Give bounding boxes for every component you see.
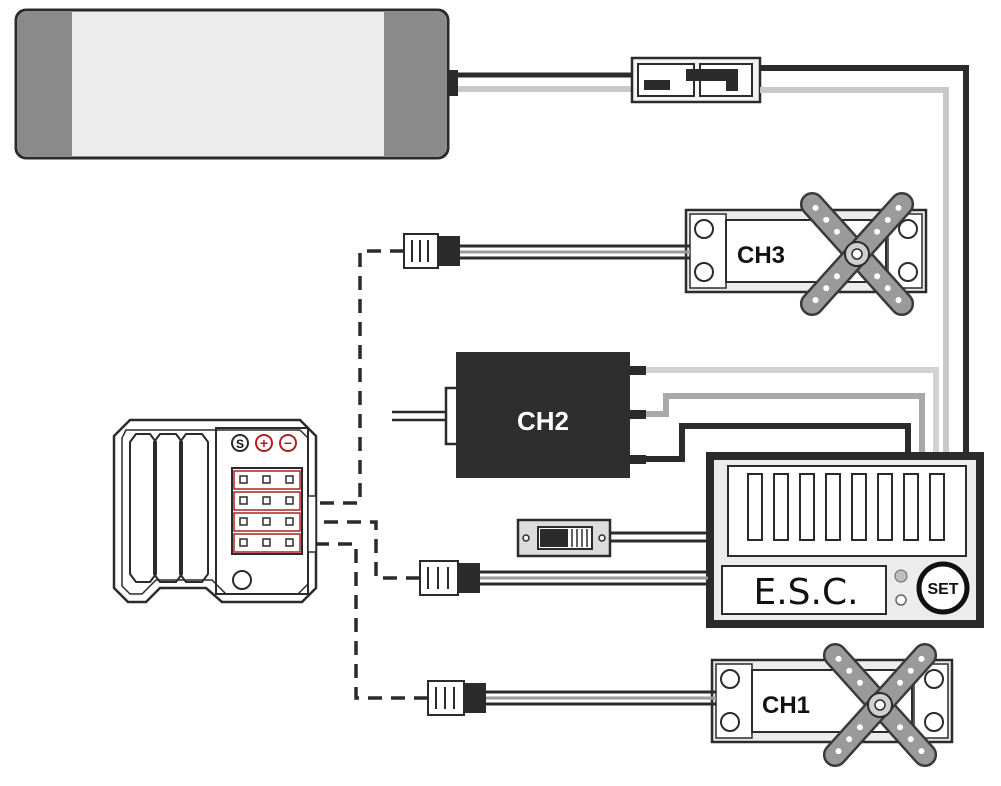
ch3-lead xyxy=(460,244,690,260)
plus-pin-icon xyxy=(255,434,273,452)
dashed-link-ch3 xyxy=(312,249,404,505)
switch-slider[interactable] xyxy=(540,529,568,547)
battery-lead-grommet xyxy=(448,70,458,96)
receiver-channel-header[interactable] xyxy=(231,467,303,555)
motor-label: CH2 xyxy=(517,406,569,436)
switch-wires xyxy=(610,531,706,543)
receiver-bind-button[interactable] xyxy=(232,570,252,590)
battery-leads xyxy=(458,72,632,92)
esc-label-plate xyxy=(721,565,887,615)
esc-led-icon xyxy=(894,569,908,583)
motor-body xyxy=(456,352,630,478)
minus-pin-icon xyxy=(279,434,297,452)
esc-plug[interactable] xyxy=(419,560,480,596)
battery-connector[interactable] xyxy=(630,56,762,104)
power-switch[interactable] xyxy=(516,518,612,558)
motor-terminal xyxy=(630,455,646,464)
receiver: S + − xyxy=(112,418,318,604)
minus-pin-label: − xyxy=(284,435,292,451)
battery-end-cap-right xyxy=(384,12,446,156)
esc-set-label: SET xyxy=(927,581,958,598)
servo-horn-icon xyxy=(818,638,942,772)
motor-terminal xyxy=(630,366,646,375)
receiver-polarity: S + − xyxy=(231,434,297,452)
battery-pack xyxy=(14,8,458,160)
servo-ch3: CH3 xyxy=(684,187,928,321)
battery-to-esc-wires xyxy=(760,65,969,460)
esc-label: E.S.C. xyxy=(753,572,858,613)
ch1-lead xyxy=(486,690,716,706)
receiver-side-port xyxy=(307,495,317,553)
esc-heatsink-fins xyxy=(747,473,945,541)
ch3-plug[interactable] xyxy=(403,233,460,269)
motor-ch2: CH2 xyxy=(392,352,646,478)
esc-set-button[interactable]: SET xyxy=(916,561,970,615)
esc-signal-lead xyxy=(480,570,708,586)
servo-ch1-label: CH1 xyxy=(762,692,810,719)
battery-end-cap-left xyxy=(18,12,72,156)
servo-ch3-label: CH3 xyxy=(737,242,785,269)
servo-ch1: CH1 xyxy=(710,638,954,772)
signal-pin-label: S xyxy=(236,437,244,451)
dashed-link-ch1 xyxy=(312,542,428,700)
motor-terminal xyxy=(630,410,646,419)
ch1-plug[interactable] xyxy=(427,680,486,716)
receiver-ribs xyxy=(129,433,209,583)
esc-led-icon xyxy=(895,594,907,606)
servo-horn-icon xyxy=(795,187,919,321)
esc-unit: E.S.C. SET xyxy=(706,452,984,628)
plus-pin-label: + xyxy=(260,435,268,451)
signal-pin-icon xyxy=(231,434,249,452)
dashed-links xyxy=(312,249,428,700)
motor-to-esc-wires xyxy=(646,367,939,462)
dashed-link-ch2 xyxy=(312,520,420,580)
